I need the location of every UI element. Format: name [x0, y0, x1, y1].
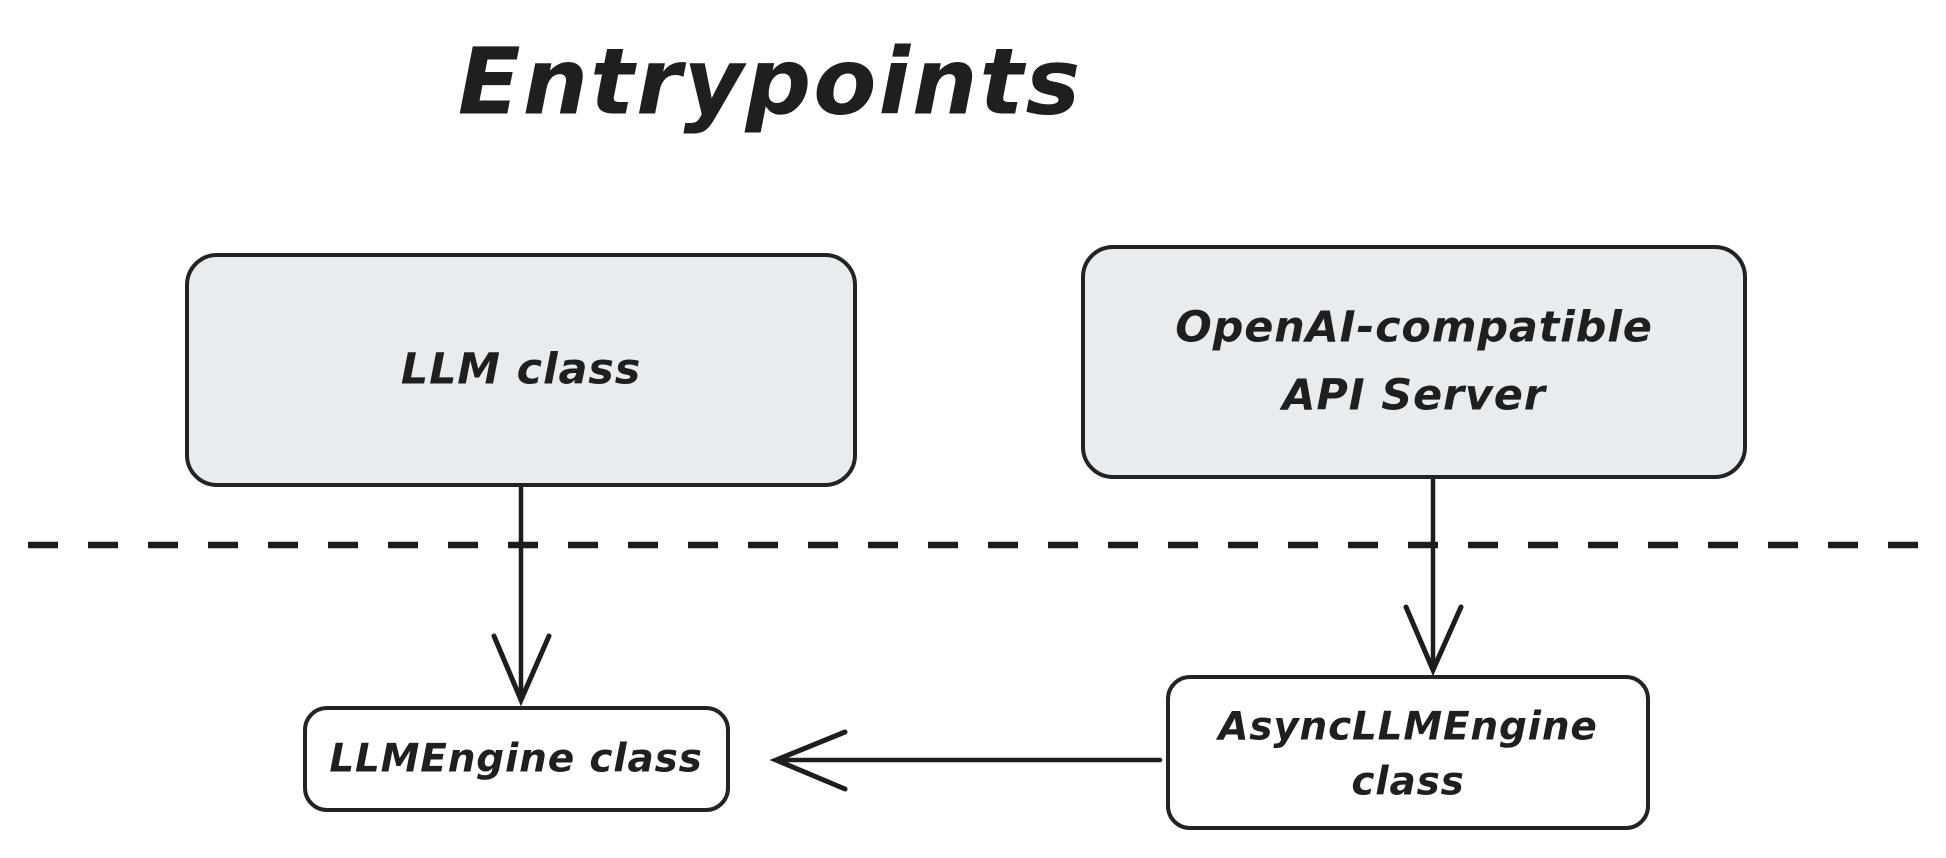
node-openai-api-server-label-line1: OpenAI-compatible — [1175, 303, 1652, 353]
edge-apiserver-to-asyncllmengine — [1403, 477, 1464, 677]
node-asyncllmengine-class-label-line2: class — [1351, 760, 1464, 805]
edge-asyncllmengine-to-llmengine — [769, 729, 1163, 792]
node-asyncllmengine-class-label-line1: AsyncLLMEngine — [1215, 705, 1597, 750]
node-llmengine-class-label: LLMEngine class — [329, 737, 702, 782]
node-openai-api-server[interactable]: OpenAI-compatible API Server — [1081, 245, 1747, 479]
node-llmengine-class[interactable]: LLMEngine class — [303, 706, 730, 812]
node-llmengine-class-box[interactable] — [303, 706, 730, 812]
arrowhead-down-right — [1403, 604, 1464, 677]
node-asyncllmengine-class[interactable]: AsyncLLMEngine class — [1166, 675, 1650, 830]
node-openai-api-server-label-line2: API Server — [1279, 371, 1547, 421]
node-llm-class-label: LLM class — [401, 345, 641, 395]
node-llm-class-box[interactable] — [185, 253, 857, 487]
edge-llm-to-llmengine — [491, 485, 552, 707]
arrowhead-down-left — [491, 633, 552, 707]
page-title: Entrypoints — [458, 28, 1083, 135]
arrowhead-left — [769, 729, 848, 792]
node-llm-class[interactable]: LLM class — [185, 253, 857, 487]
node-asyncllmengine-class-box[interactable] — [1166, 675, 1650, 830]
node-openai-api-server-box[interactable] — [1081, 245, 1747, 479]
